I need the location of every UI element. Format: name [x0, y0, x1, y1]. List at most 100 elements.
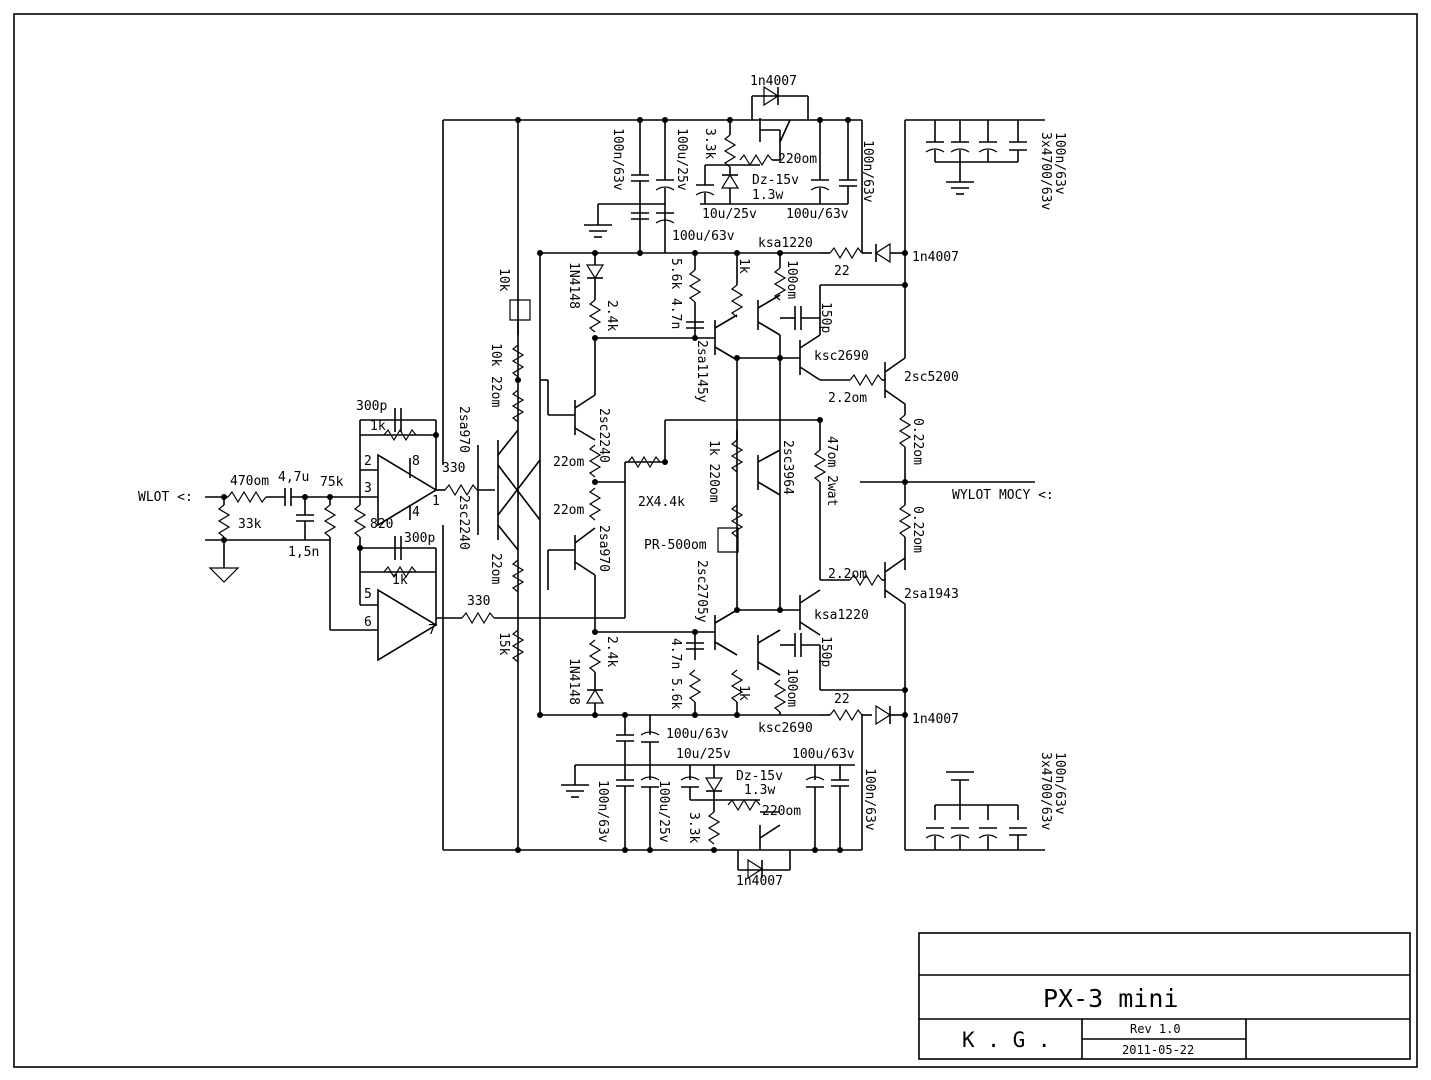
label-33k-b: 3.3k [686, 812, 701, 843]
label-56k-b: 5.6k [668, 678, 683, 709]
label-56k-a: 5.6k [668, 258, 683, 289]
label-2sc5200: 2sc5200 [904, 370, 959, 385]
label-100n63-b: 100n/63v [860, 140, 875, 203]
label-1n4007-bot: 1n4007 [736, 874, 783, 889]
label-100n63-d: 100n/63v [862, 768, 877, 831]
label-022-a: 0.22om [910, 418, 925, 465]
label-2sa970-b: 2sa970 [596, 525, 611, 572]
label-pin7: 7 [428, 623, 436, 638]
label-22om-b: 22om [488, 553, 503, 584]
label-100om-b: 100om [784, 668, 799, 707]
label-2sa970-a: 2sa970 [456, 406, 471, 453]
title-block: PX-3 mini K . G . Rev 1.0 2011-05-22 [918, 932, 1411, 1060]
label-pin8: 8 [412, 454, 420, 469]
label-220om-b: 220om [762, 804, 801, 819]
label-r-22-a: 22 [834, 264, 850, 279]
label-2sc2240-a: 2sc2240 [456, 495, 471, 550]
label-r-10k: 10k [488, 343, 503, 367]
label-pin4: 4 [412, 505, 420, 520]
label-bank-top-a: 100n/63v [1052, 132, 1067, 195]
output-label: WYLOT MOCY <: [952, 488, 1054, 503]
input-label: WLOT <: [138, 490, 193, 505]
cap-bank-bottom [905, 771, 1045, 851]
label-pin6: 6 [364, 615, 372, 630]
label-r-in: 470om [230, 474, 269, 489]
label-100u25-a: 100u/25v [674, 128, 689, 191]
label-220om-a: 220om [778, 152, 817, 167]
label-r-in-gnd: 33k [238, 517, 262, 532]
label-22om-a: 22om [488, 376, 503, 407]
output-stage [820, 120, 1035, 850]
label-100u63-d: 100u/63v [666, 727, 729, 742]
label-r-fb-a: 1k [370, 419, 386, 434]
label-dz-a-p: 1.3w [752, 188, 783, 203]
label-r-out-a: 330 [442, 461, 465, 476]
label-pin3: 3 [364, 481, 372, 496]
label-bank-top-b: 3x4700/63v [1038, 132, 1053, 210]
sheet-border [13, 13, 1418, 1068]
label-c-filt: 1,5n [288, 545, 319, 560]
label-1n4007-rail-b: 1n4007 [912, 712, 959, 727]
label-dz-b-p: 1.3w [744, 783, 775, 798]
label-2sc2705y: 2sc2705y [694, 560, 709, 623]
label-dz-a: Dz-15v [752, 173, 799, 188]
label-r-fb-b: 1k [392, 573, 408, 588]
label-bank-bot-b: 3x4700/63v [1038, 752, 1053, 830]
label-c-in: 4,7u [278, 470, 309, 485]
label-022-b: 0.22om [910, 506, 925, 553]
label-47n-a: 4.7n [668, 298, 683, 329]
regulator-top [584, 85, 863, 253]
label-c-fb-a: 300p [356, 399, 387, 414]
label-r-820: 820 [370, 517, 393, 532]
label-1n4007-top: 1n4007 [750, 74, 797, 89]
label-100n63-c: 100n/63v [595, 780, 610, 843]
label-bank-bot-a: 100n/63v [1052, 752, 1067, 815]
label-10u25-a: 10u/25v [702, 207, 757, 222]
label-15k: 15k [496, 632, 511, 656]
label-100n63-a: 100n/63v [610, 128, 625, 191]
label-22om-drv-a: 2.2om [828, 391, 867, 406]
label-pr500: PR-500om [644, 538, 707, 553]
label-r-bias: 75k [320, 475, 344, 490]
label-100u63-a: 100u/63v [786, 207, 849, 222]
label-1n4148-b: 1N4148 [566, 658, 581, 705]
input-stage [205, 120, 625, 850]
label-1k-b: 1k [736, 685, 751, 701]
label-pot-10k: 10k [496, 268, 511, 292]
label-33k-a: 3.3k [702, 128, 717, 159]
label-22om-d: 22om [553, 503, 584, 518]
label-pin2: 2 [364, 454, 372, 469]
label-dz-b: Dz-15v [736, 769, 783, 784]
label-2sc3964: 2sc3964 [780, 440, 795, 495]
labels: WLOT <: WYLOT MOCY <: 470om 4,7u 33k 75k… [138, 74, 1067, 889]
label-ksa1220-a: ksa1220 [758, 236, 813, 251]
label-2sa1943: 2sa1943 [904, 587, 959, 602]
label-pin1: 1 [432, 494, 440, 509]
label-100u63-e: 100u/63v [792, 747, 855, 762]
label-1n4007-rail-a: 1n4007 [912, 250, 959, 265]
label-150p-a: 150p [818, 302, 833, 333]
driver-stage [595, 253, 905, 715]
label-22om-drv-b: 2.2om [828, 567, 867, 582]
vas-stage [477, 253, 820, 715]
label-2sc2240-b: 2sc2240 [596, 408, 611, 463]
label-10u25-b: 10u/25v [676, 747, 731, 762]
cap-bank-top [905, 119, 1045, 195]
label-ksa1220-b: ksa1220 [814, 608, 869, 623]
label-r-22-b: 22 [834, 692, 850, 707]
label-1n4148-a: 1N4148 [566, 262, 581, 309]
label-1k-220om: 1k 220om [706, 440, 721, 503]
label-ksc2690-a: ksc2690 [814, 349, 869, 364]
label-24k-a: 2.4k [604, 300, 619, 331]
title-text: PX-3 mini [1043, 984, 1178, 1013]
label-22om-c: 22om [553, 455, 584, 470]
label-pin5: 5 [364, 587, 372, 602]
author-text: K . G . [962, 1028, 1051, 1052]
label-r-out-b: 330 [467, 594, 490, 609]
label-47n-b: 4.7n [668, 638, 683, 669]
junctions [357, 250, 908, 718]
label-2x44k: 2X4.4k [638, 495, 685, 510]
label-47om-2wat: 47om 2wat [824, 436, 839, 506]
label-2sa1145y: 2sa1145y [694, 340, 709, 403]
